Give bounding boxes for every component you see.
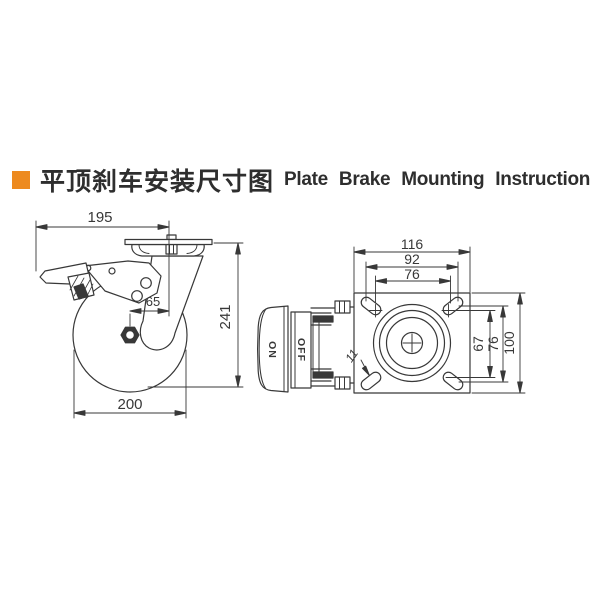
pedal-off-label: OFF xyxy=(295,338,307,362)
dim-height-label: 241 xyxy=(217,304,234,329)
page-title-en: Plate Brake Mounting Instruction xyxy=(284,169,591,190)
side-view-dimensions xyxy=(35,220,244,419)
swivel-raceway xyxy=(372,303,452,383)
top-plate xyxy=(124,238,213,246)
side-view-drawing xyxy=(39,234,213,393)
bracket-hole-1 xyxy=(140,277,152,289)
title-row: 平顶刹车安装尺寸图 Plate Brake Mounting Instructi… xyxy=(12,166,591,196)
dim-top-width-label: 195 xyxy=(87,209,112,226)
bracket-hole-small xyxy=(108,267,116,275)
kingpin-head xyxy=(166,234,177,241)
pedal-off-pad xyxy=(290,311,312,389)
clamp-bolt-bottom xyxy=(334,376,351,390)
dim-axle-offset-label: 65 xyxy=(146,294,160,309)
bracket-hole-2 xyxy=(131,290,143,302)
dim-hole-span-outer-label: 92 xyxy=(404,251,420,267)
dim-hole-span-inner-label: 76 xyxy=(404,266,420,282)
orange-bullet-icon xyxy=(12,171,30,189)
top-view-dimensions xyxy=(353,246,526,394)
dim-hole-span-v-outer-label: 76 xyxy=(485,336,501,352)
top-view-drawing xyxy=(257,292,471,394)
dim-plate-width-label: 116 xyxy=(401,236,424,252)
brake-pedal-assembly xyxy=(257,300,355,393)
kingpin xyxy=(165,243,178,255)
dim-plate-height-label: 100 xyxy=(501,331,517,355)
brake-bracket xyxy=(83,260,162,304)
pedal-on-pad xyxy=(257,305,289,393)
clamp-bolt-top xyxy=(334,300,351,314)
dim-wheel-diameter-label: 200 xyxy=(117,396,142,413)
dim-hole-span-v-inner-label: 67 xyxy=(470,336,486,352)
page-title-zh: 平顶刹车安装尺寸图 xyxy=(40,168,275,196)
axle-hole xyxy=(126,331,134,339)
pedal-on-label: ON xyxy=(266,341,278,359)
brake-latch xyxy=(73,283,89,300)
